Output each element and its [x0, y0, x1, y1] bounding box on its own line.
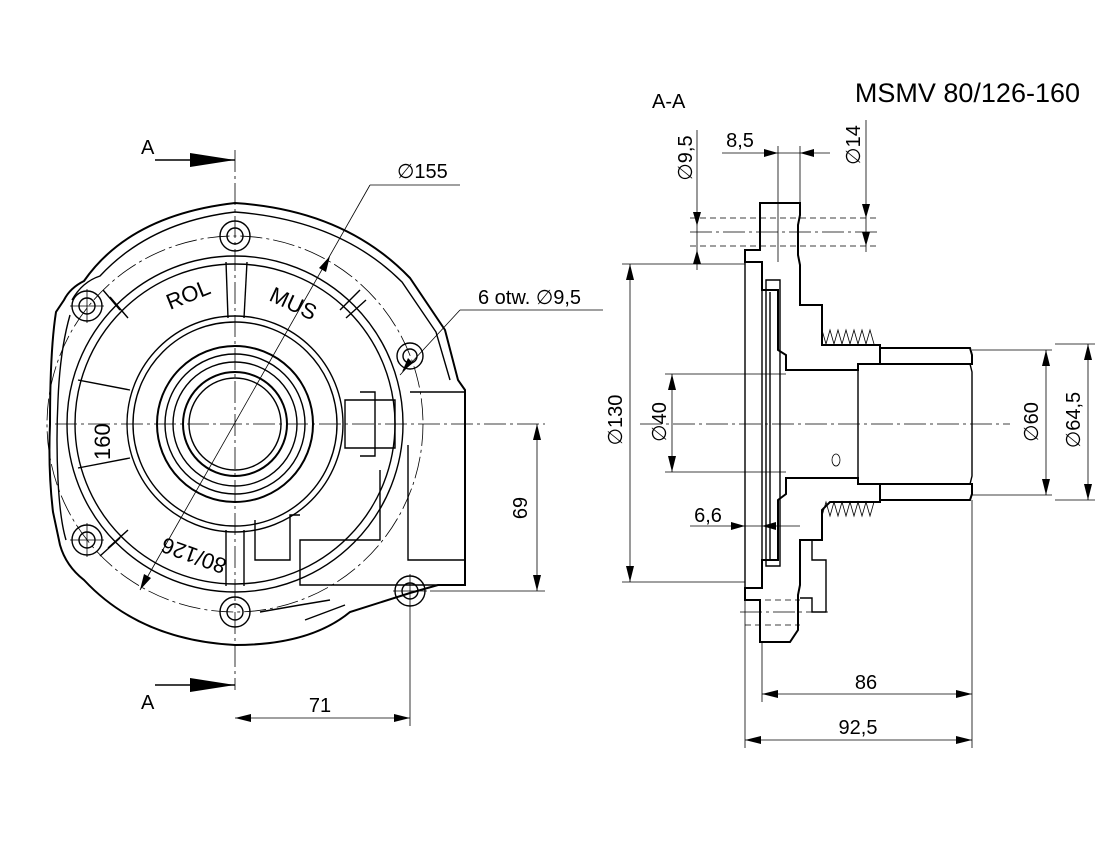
outer-ring — [66, 255, 404, 593]
embossed-rol: ROL — [163, 275, 214, 315]
svg-text:∅60: ∅60 — [1021, 402, 1043, 442]
bolt-holes — [70, 220, 427, 628]
svg-text:∅14: ∅14 — [843, 125, 865, 165]
embossed-mus: MUS — [266, 282, 321, 325]
bolt-circle — [46, 235, 424, 613]
svg-text:∅155: ∅155 — [397, 161, 448, 183]
housing-detail — [254, 391, 465, 621]
bore — [182, 371, 288, 477]
dim-69: 69 — [430, 424, 545, 592]
section-view: A-A — [605, 91, 1095, 748]
svg-text:∅64,5: ∅64,5 — [1063, 392, 1085, 448]
svg-text:∅9,5: ∅9,5 — [675, 135, 697, 180]
ribs — [77, 261, 367, 586]
dim-8-5: 8,5 — [722, 130, 830, 262]
section-label: A-A — [652, 91, 686, 113]
sleeve-lower — [879, 483, 973, 501]
thread-teeth — [821, 328, 875, 518]
svg-text:∅130: ∅130 — [605, 395, 627, 446]
dim-length-86: 86 — [761, 500, 973, 748]
dim-length-92-5: 92,5 — [744, 600, 972, 748]
svg-text:6 otw. ∅9,5: 6 otw. ∅9,5 — [478, 287, 581, 309]
inner-ring — [126, 315, 344, 533]
dim-holes: 6 otw. ∅9,5 — [399, 287, 603, 376]
svg-text:A: A — [141, 692, 155, 714]
svg-text:86: 86 — [855, 672, 877, 694]
dim-diameter-60: ∅60 — [972, 349, 1052, 496]
dim-hole-9-5: ∅9,5 — [675, 130, 701, 270]
section-marker-top: A — [141, 137, 235, 167]
flange-outline — [48, 201, 466, 647]
svg-text:8,5: 8,5 — [726, 130, 754, 152]
dim-71: 71 — [235, 608, 411, 726]
dim-diameter-130: ∅130 — [605, 263, 745, 583]
dim-recess-6-6: 6,6 — [690, 505, 800, 530]
dim-bore-40: ∅40 — [649, 373, 786, 473]
dim-counterbore-14: ∅14 — [843, 120, 870, 252]
svg-text:∅40: ∅40 — [649, 402, 671, 442]
hub-outer — [156, 345, 314, 503]
svg-text:69: 69 — [510, 497, 532, 519]
svg-text:6,6: 6,6 — [694, 505, 722, 527]
dim-diameter-155: ∅155 — [139, 161, 460, 591]
front-view: ROL MUS 160 80/126 A A ∅155 6 otw. — [46, 137, 603, 726]
dim-thread-64-5: ∅64,5 — [1055, 343, 1095, 501]
drawing-title: MSMV 80/126-160 — [855, 78, 1080, 108]
svg-text:A: A — [141, 137, 155, 159]
embossed-160: 160 — [90, 423, 115, 460]
svg-text:92,5: 92,5 — [839, 717, 878, 739]
section-marker-bottom: A — [141, 678, 235, 714]
sleeve-upper — [879, 347, 973, 365]
section-body-upper — [744, 202, 881, 371]
svg-text:71: 71 — [309, 695, 331, 717]
